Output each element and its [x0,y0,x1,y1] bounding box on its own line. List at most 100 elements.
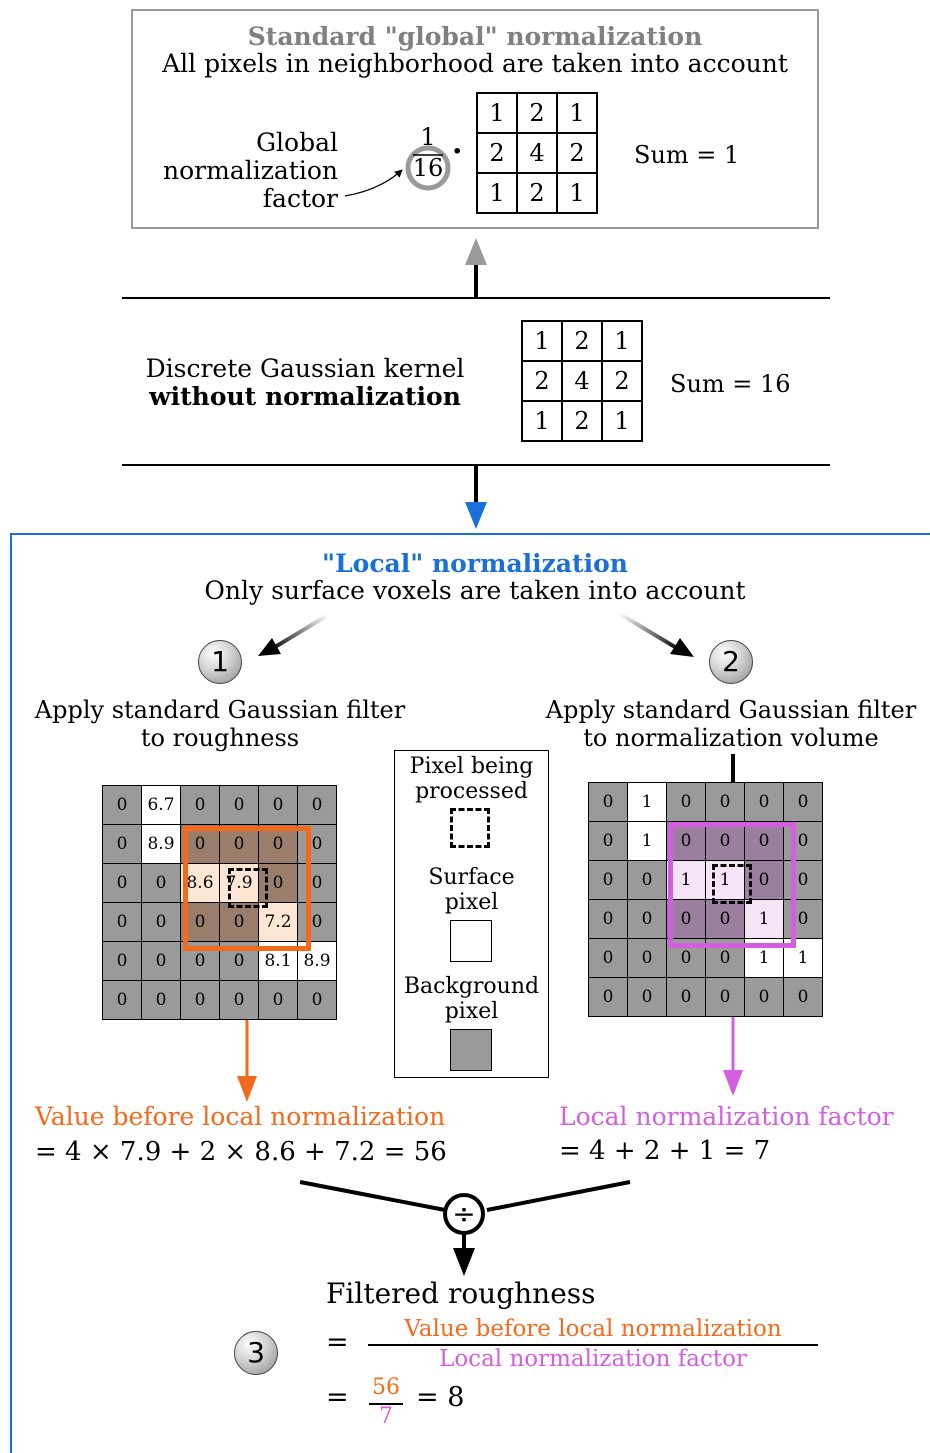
roughness-grid-cell: 0 [102,824,142,864]
roughness-grid-cell: 0 [141,863,181,903]
volume-grid-cell: 0 [588,977,628,1017]
roughness-grid-cell: 0 [102,863,142,903]
divider-top [122,297,830,299]
gaussian-label: Discrete Gaussian kernel without normali… [120,355,490,411]
roughness-grid-cell: 0 [141,980,181,1020]
global-title: Standard "global" normalization [247,22,703,51]
roughness-processed-pixel-marker [228,868,268,908]
step3-denominator: Local normalization factor [439,1346,747,1372]
step2-badge: 2 [709,640,753,684]
gaussian-label-line1: Discrete Gaussian kernel [145,354,465,383]
kernel-cell: 1 [556,172,598,214]
factor-pointer-arrow [344,169,403,197]
roughness-grid-cell: 0 [219,980,259,1020]
divider-bottom [122,464,830,466]
step3-eq2: = [326,1382,349,1413]
roughness-grid-cell: 6.7 [141,785,181,825]
arrow-to-result-head [453,1248,475,1276]
gaussian-sum-label: Sum = 16 [670,370,791,398]
legend-processed-swatch [450,808,490,848]
volume-grid-cell: 0 [588,782,628,822]
factor-label-line: factor [262,184,338,213]
kernel-cell: 1 [556,92,598,134]
multiply-symbol: · [452,134,463,169]
roughness-grid-cell: 0 [102,941,142,981]
arrow-out-grid2-head [723,1070,743,1096]
volume-grid-cell: 0 [666,782,706,822]
global-normalization-box [131,9,819,229]
step3-result: = 8 [416,1382,465,1413]
roughness-grid-cell: 0 [102,980,142,1020]
roughness-grid-cell: 0 [297,980,337,1020]
kernel-cell: 4 [561,360,603,402]
volume-grid-cell: 0 [666,821,706,861]
volume-grid-cell: 0 [627,938,667,978]
step1-result-formula: = 4 × 7.9 + 2 × 8.6 + 7.2 = 56 [35,1137,447,1167]
legend-surface-line2: pixel [444,890,499,915]
step1-badge: 1 [198,640,242,684]
volume-grid-cell: 0 [666,977,706,1017]
arrow-to-step2-head [670,638,694,657]
normalization-processed-pixel-marker [712,864,752,904]
volume-grid-cell: 0 [588,860,628,900]
step2-result-formula: = 4 + 2 + 1 = 7 [559,1136,771,1166]
legend-processed-line1: Pixel being [409,754,534,779]
merge-line-left [299,1180,446,1212]
volume-grid-cell: 0 [705,821,745,861]
factor-denominator: 16 [412,154,444,182]
volume-grid-cell: 0 [744,821,784,861]
roughness-grid-cell: 0 [297,785,337,825]
step2-result-title: Local normalization factor [559,1102,894,1131]
kernel-cell: 1 [521,320,563,362]
gaussian-label-line2: without normalization [149,382,461,411]
global-subtitle: All pixels in neighborhood are taken int… [162,49,788,78]
volume-grid-cell: 1 [627,782,667,822]
global-factor-label: Global normalization factor [130,129,338,213]
legend-box [394,750,549,1078]
arrow-to-step1 [268,613,330,652]
factor-numerator: 1 [420,123,436,151]
volume-grid-cell: 0 [705,782,745,822]
kernel-cell: 4 [516,132,558,174]
kernel-cell: 2 [561,320,603,362]
global-kernel-table: 1 2 1 2 4 2 1 2 1 [476,92,598,214]
arrow-to-step2 [618,612,682,652]
roughness-grid-cell: 0 [258,980,298,1020]
volume-grid-cell: 0 [783,782,823,822]
kernel-cell: 2 [601,360,643,402]
roughness-grid-cell: 0 [258,863,298,903]
roughness-grid-cell: 0 [297,902,337,942]
arrow-out-grid1-head [237,1076,257,1102]
step3-fraction-bar [368,1344,818,1346]
volume-grid-cell: 0 [588,899,628,939]
roughness-grid-cell: 0 [219,785,259,825]
factor-highlight-ring [405,145,451,191]
arrow-down-blue-head [465,502,487,529]
volume-grid-cell: 0 [627,860,667,900]
volume-grid-cell: 0 [783,821,823,861]
step2-label-line2: to normalization volume [583,724,879,752]
kernel-cell: 1 [476,92,518,134]
gaussian-kernel-table: 1 2 1 2 4 2 1 2 1 [521,320,643,442]
volume-grid-cell: 1 [627,821,667,861]
volume-grid-cell: 0 [627,899,667,939]
volume-grid-cell: 0 [588,938,628,978]
factor-label-line: normalization [163,156,338,185]
step2-label-line1: Apply standard Gaussian filter [545,696,917,724]
volume-grid-cell: 1 [744,899,784,939]
step1-label-line1: Apply standard Gaussian filter [34,696,406,724]
legend-background-line1: Background [403,974,540,999]
step3-value-fraction-bar [369,1403,403,1405]
roughness-grid-cell: 0 [141,902,181,942]
step3-title: Filtered roughness [326,1277,596,1310]
kernel-cell: 1 [601,320,643,362]
legend-processed-line2: processed [415,779,528,804]
